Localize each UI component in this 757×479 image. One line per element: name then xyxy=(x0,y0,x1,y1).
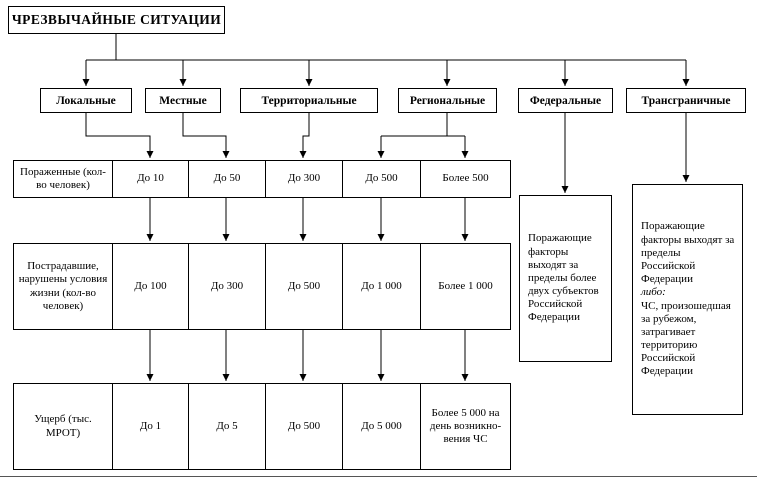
federal-note: Поражающие факторы выходят за пределы бо… xyxy=(519,195,612,362)
row2-to-row3-connectors xyxy=(146,330,469,381)
category-regional-label: Региональные xyxy=(409,94,486,107)
criteria-cell: До 500 xyxy=(265,384,342,469)
diagram-title-text: ЧРЕЗВЫЧАЙНЫЕ СИТУАЦИИ xyxy=(11,12,222,27)
transboundary-note-part1: Поражающие факторы выходят за пределы Ро… xyxy=(641,220,735,286)
criteria-cell: Более 1 000 xyxy=(420,244,510,329)
category-local: Локальные xyxy=(40,88,132,113)
category-to-table-connectors xyxy=(85,113,690,193)
criteria-cell: До 5 000 xyxy=(342,384,420,469)
criteria-cell: До 1 000 xyxy=(342,244,420,329)
criteria-cell: До 500 xyxy=(342,161,420,197)
diagram-title: ЧРЕЗВЫЧАЙНЫЕ СИТУАЦИИ xyxy=(8,6,225,34)
category-territorial: Территориальные xyxy=(240,88,378,113)
category-transboundary: Трансграничные xyxy=(626,88,746,113)
category-territorial-label: Территориальные xyxy=(261,94,357,107)
transboundary-note: Поражающие факторы выходят за пределы Ро… xyxy=(632,184,743,415)
page-bottom-rule xyxy=(0,476,757,477)
category-municipal: Местные xyxy=(145,88,221,113)
criteria-cell: Более 500 xyxy=(420,161,510,197)
criteria-cell: До 300 xyxy=(188,244,265,329)
criteria-row-damage: Ущерб (тыс. МРОТ) До 1 До 5 До 500 До 5 … xyxy=(13,383,511,470)
criteria-cell: Более 5 000 на день возникно-вения ЧС xyxy=(420,384,510,469)
category-transboundary-label: Трансграничные xyxy=(641,94,731,107)
row-label-affected: Пораженные (кол-во человек) xyxy=(20,165,106,191)
criteria-cell: До 300 xyxy=(265,161,342,197)
transboundary-note-emphasis: либо: xyxy=(641,286,666,299)
category-municipal-label: Местные xyxy=(159,94,207,107)
row1-to-row2-connectors xyxy=(146,198,469,241)
criteria-cell: До 1 xyxy=(112,384,188,469)
transboundary-note-part2: ЧС, произошедшая за рубежом, затрагивает… xyxy=(641,299,731,378)
criteria-cell: До 100 xyxy=(112,244,188,329)
category-federal-label: Федеральные xyxy=(529,94,602,107)
category-federal: Федеральные xyxy=(518,88,613,113)
criteria-cell: До 50 xyxy=(188,161,265,197)
criteria-row-victims: Пострадавшие, нарушены условия жизни (ко… xyxy=(13,243,511,330)
row-label-victims: Пострадавшие, нарушены условия жизни (ко… xyxy=(18,260,108,312)
criteria-cell: До 10 xyxy=(112,161,188,197)
criteria-row-affected: Пораженные (кол-во человек) До 10 До 50 … xyxy=(13,160,511,198)
criteria-cell: До 500 xyxy=(265,244,342,329)
category-local-label: Локальные xyxy=(56,94,116,107)
criteria-cell: До 5 xyxy=(188,384,265,469)
row-label-damage: Ущерб (тыс. МРОТ) xyxy=(34,413,92,439)
root-to-categories-connectors xyxy=(82,34,690,86)
federal-note-text: Поражающие факторы выходят за пределы бо… xyxy=(528,232,599,324)
category-regional: Региональные xyxy=(398,88,497,113)
